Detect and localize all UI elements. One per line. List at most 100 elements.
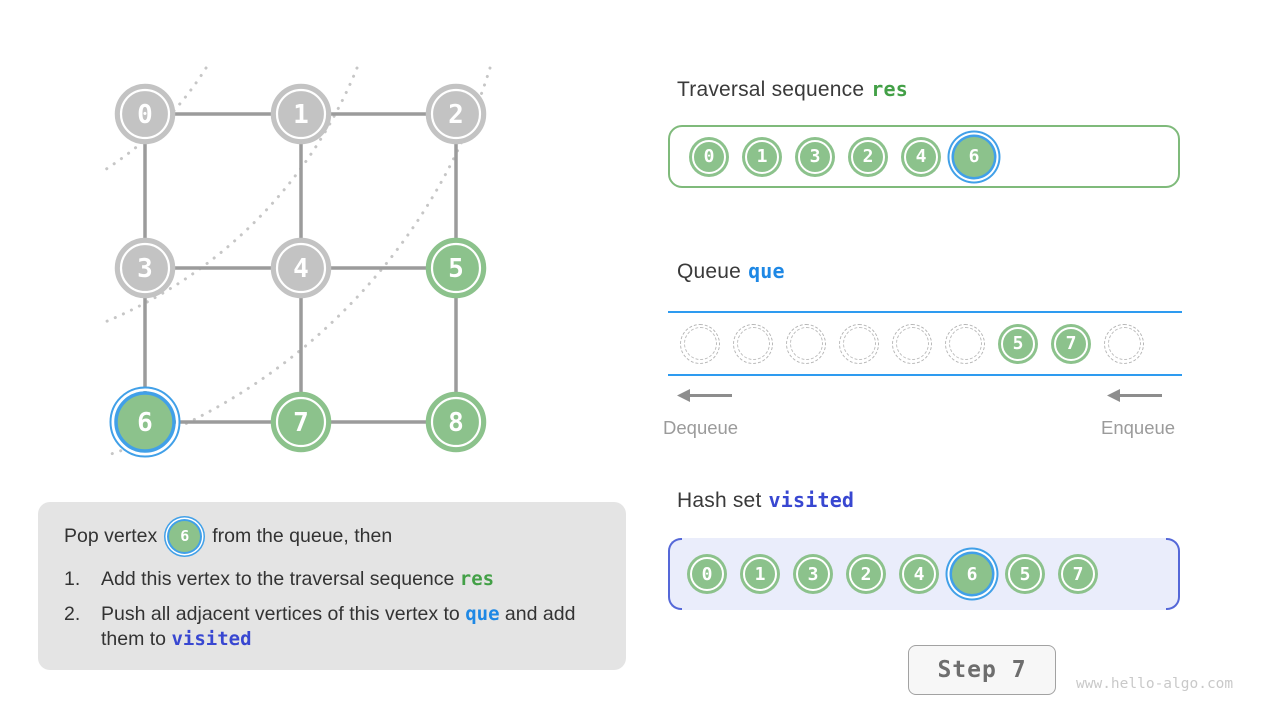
queue-slot-empty-8	[1104, 323, 1144, 364]
vertex-chip-2: 2	[848, 136, 888, 177]
vertex-chip-label: 1	[756, 146, 768, 167]
vertex-chip-label: 1	[754, 563, 766, 585]
explanation-step-2: 2. Push all adjacent vertices of this ve…	[64, 602, 604, 653]
vertex-circle	[111, 388, 179, 456]
queue-slot-empty-5	[945, 323, 985, 364]
step-1-text: Add this vertex to the traversal sequenc…	[101, 567, 494, 593]
graph-nodes: 0 1 2 3 4 5 6 7 8	[109, 83, 487, 458]
vertex-chip-label: 6	[966, 563, 978, 585]
dequeue-arrow-icon	[677, 389, 732, 402]
vertex-circle	[114, 83, 176, 145]
vertex-label: 6	[137, 408, 153, 438]
vertex-label: 5	[448, 254, 464, 284]
step-2-visited-code: visited	[171, 628, 252, 651]
vertex-circle	[119, 242, 171, 294]
popped-vertex-badge: 6	[169, 521, 201, 552]
queue-title-text: Queue	[677, 260, 742, 283]
queue-slot-empty-4	[892, 323, 932, 364]
vertex-circle	[270, 391, 332, 453]
vertex-chip-4: 4	[899, 554, 939, 594]
que-code-label: que	[748, 259, 785, 283]
popped-vertex-label: 6	[180, 526, 190, 545]
vertex-chip-7: 7	[1051, 323, 1091, 364]
vertex-circle	[275, 88, 327, 140]
graph-svg: 0 1 2 3 4 5 6 7 8	[98, 66, 492, 458]
vertex-chip-label: 4	[913, 563, 925, 585]
vertex-chip-5: 5	[998, 323, 1038, 364]
watermark: www.hello-algo.com	[1076, 676, 1234, 692]
queue-title: Queue que	[677, 259, 785, 284]
graph-vertex-2: 2	[425, 83, 487, 145]
enqueue-label: Enqueue	[1101, 417, 1176, 438]
step-2-text: Push all adjacent vertices of this verte…	[101, 602, 604, 653]
vertex-chip-label: 3	[809, 146, 821, 167]
vertex-label: 1	[293, 100, 309, 130]
graph-vertex-3: 3	[114, 237, 176, 299]
explanation-line1-after: from the queue, then	[212, 524, 393, 547]
vertex-chip-label: 0	[701, 563, 713, 585]
vertex-chip-label: 2	[860, 563, 872, 585]
vertex-circle	[425, 391, 487, 453]
hashset-bracket-left	[668, 538, 682, 610]
vertex-circle	[430, 88, 482, 140]
step-button[interactable]: Step 7	[908, 645, 1056, 695]
vertex-chip-4: 4	[901, 136, 941, 177]
vertex-circle	[270, 237, 332, 299]
step-1-res-code: res	[459, 568, 495, 590]
step-1-number: 1.	[64, 568, 81, 590]
explanation-line1: Pop vertex 6 from the queue, then	[64, 521, 604, 552]
vertex-chip-label: 0	[703, 146, 715, 167]
vertex-chip-1: 1	[740, 554, 780, 594]
vertex-chip-1: 1	[742, 136, 782, 177]
queue-slot-empty-0	[680, 323, 720, 364]
hashset-bracket-right	[1166, 538, 1180, 610]
graph-vertex-6: 6	[109, 386, 181, 458]
step-2-text-part1: Push all adjacent vertices of this verte…	[101, 602, 466, 625]
step-2-number: 2.	[64, 602, 81, 625]
vertex-circle	[430, 396, 482, 448]
vertex-chip-label: 5	[1019, 563, 1031, 585]
vertex-label: 3	[137, 254, 153, 284]
vertex-chip-6: 6	[952, 554, 992, 594]
step-1-text-part: Add this vertex to the traversal sequenc…	[101, 568, 460, 590]
vertex-label: 0	[137, 100, 153, 130]
vertex-circle	[430, 242, 482, 294]
vertex-circle	[275, 242, 327, 294]
graph-vertex-4: 4	[270, 237, 332, 299]
graph-vertex-8: 8	[425, 391, 487, 453]
dequeue-label: Dequeue	[663, 417, 739, 438]
step-2-text-part2: and add them to	[101, 602, 576, 651]
vertex-chip-label: 3	[807, 563, 819, 585]
vertex-circle	[270, 83, 332, 145]
graph-vertex-0: 0	[114, 83, 176, 145]
vertex-circle	[119, 88, 171, 140]
vertex-chip-label: 7	[1065, 333, 1077, 354]
enqueue-arrow-icon	[1107, 389, 1162, 402]
visited-code-label: visited	[768, 488, 855, 512]
vertex-circle	[109, 386, 181, 458]
vertex-label: 2	[448, 100, 464, 130]
hashset-title-text: Hash set	[677, 489, 762, 512]
vertex-chip-0: 0	[689, 136, 729, 177]
queue-slot-empty-2	[786, 323, 826, 364]
traversal-sequence-box: 0 1 3 2 4 6	[668, 125, 1180, 188]
vertex-circle	[114, 391, 176, 453]
hashset-title: Hash set visited	[677, 488, 854, 513]
vertex-chip-6: 6	[954, 136, 994, 177]
graph-vertex-7: 7	[270, 391, 332, 453]
vertex-chip-5: 5	[1005, 554, 1045, 594]
vertex-label: 8	[448, 408, 464, 438]
vertex-circle	[425, 83, 487, 145]
vertex-chip-label: 4	[915, 146, 927, 167]
queue-slot-empty-3	[839, 323, 879, 364]
vertex-circle	[114, 237, 176, 299]
explanation-line1-before: Pop vertex	[64, 524, 158, 547]
explanation-box: Pop vertex 6 from the queue, then 1. Add…	[38, 502, 626, 670]
vertex-chip-0: 0	[687, 554, 727, 594]
queue-slot-empty-1	[733, 323, 773, 364]
vertex-circle	[275, 396, 327, 448]
vertex-label: 7	[293, 408, 309, 438]
vertex-chip-label: 6	[968, 146, 980, 167]
vertex-chip-3: 3	[795, 136, 835, 177]
